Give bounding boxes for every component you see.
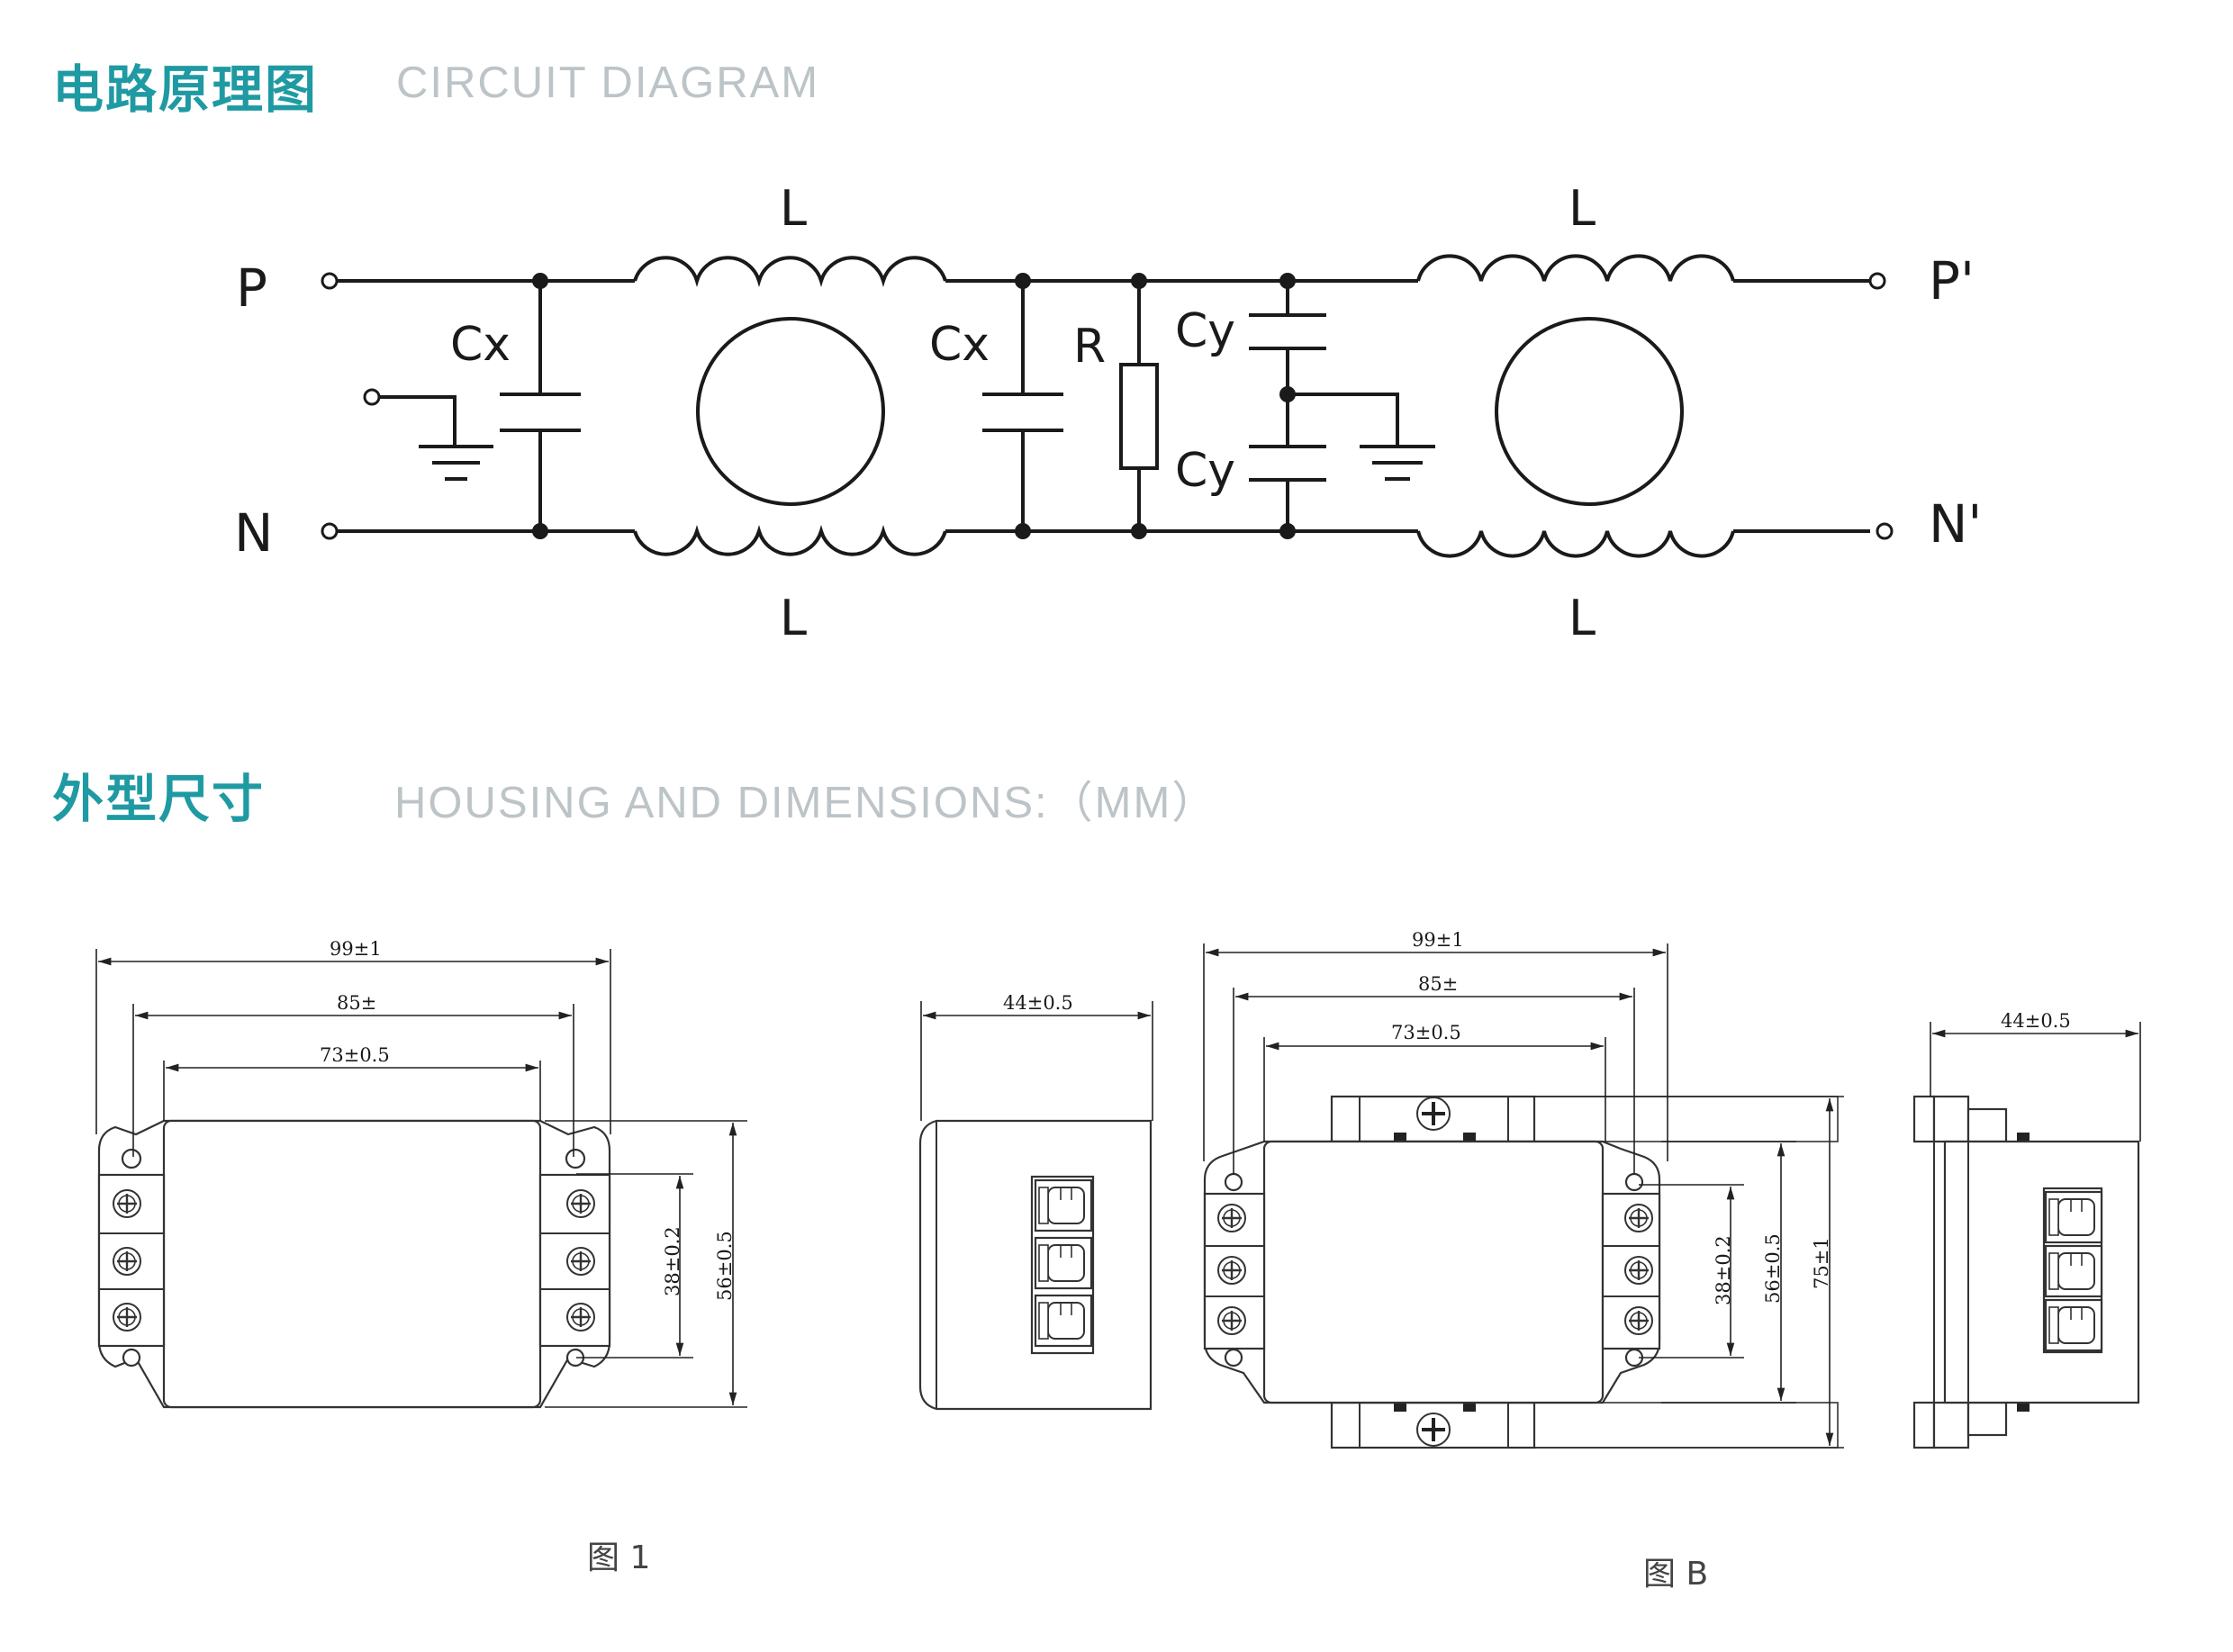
label-p-out: P' [1929,250,1975,311]
fig1-side-dim-44: 44±0.5 [1003,992,1073,1014]
label-r: R [1073,320,1106,374]
label-cx2: Cx [929,318,990,372]
figb-dim-38: 38±0.2 [1713,1235,1734,1305]
label-p: P [236,257,267,319]
inductor-l2-top [1416,254,1735,282]
dimensions-title-en: HOUSING AND DIMENSIONS:（MM） [394,779,1218,827]
circuit-title-en: CIRCUIT DIAGRAM [396,59,820,107]
fig1-side-view: 44±0.5 [918,992,1153,1411]
core-2 [1495,317,1684,506]
core-1 [696,317,885,506]
ground-terminal [363,388,381,406]
label-l1-bottom: L [780,590,807,646]
cy-pair [1249,281,1326,531]
label-n-out: N' [1929,493,1982,555]
inductor-l2-bottom [1416,530,1735,558]
cx2 [982,281,1063,531]
terminal-p-out [1868,272,1886,290]
junction-dots [532,273,1296,539]
figb-dim-73: 73±0.5 [1391,1022,1461,1043]
cx1 [500,281,581,531]
fig1-front-view: 99±1 85± 73±0.5 38±0.2 56±0.5 [95,938,747,1409]
figb-dim-99: 99±1 [1412,929,1464,951]
dimensions-title-zh: 外型尺寸 [52,770,265,829]
figb-side-view: 44±0.5 [1912,1010,2141,1449]
label-cx1: Cx [450,318,511,372]
inductor-l1-top [633,256,947,287]
fig1-dim-99: 99±1 [330,938,382,960]
figb-dim-56: 56±0.5 [1762,1233,1784,1304]
label-l2-top: L [1569,180,1596,237]
ground-left [379,395,493,481]
figb-dim-75: 75±1 [1811,1237,1832,1289]
figb-front-view: 99±1 85± 73±0.5 38±0.2 56±0.5 75±1 [1203,929,1844,1449]
label-cy-bottom: Cy [1175,444,1235,498]
fig1-dim-85: 85± [337,992,376,1014]
label-n: N [234,502,273,564]
inductor-l1-bottom [633,525,947,556]
figb-caption: 图 B [1643,1556,1708,1593]
fig1-dim-73: 73±0.5 [320,1044,390,1066]
label-cy-top: Cy [1175,304,1235,358]
fig1-dim-38: 38±0.2 [662,1226,683,1296]
label-l1-top: L [780,180,807,237]
figb-dim-85: 85± [1418,973,1458,995]
circuit-diagram: P N P' N' L L L L Cx Cx R Cy Cy [234,180,1982,646]
terminal-n [321,522,339,540]
label-l2-bottom: L [1569,590,1596,646]
fig1-dim-56: 56±0.5 [714,1231,736,1301]
figb-side-dim-44: 44±0.5 [2001,1010,2071,1032]
circuit-title-zh: 电路原理图 [52,60,318,120]
fig1-caption: 图 1 [587,1539,650,1576]
resistor-r [1119,363,1159,470]
ground-right [1288,393,1435,481]
terminal-p [321,272,339,290]
terminal-n-out [1876,522,1894,540]
